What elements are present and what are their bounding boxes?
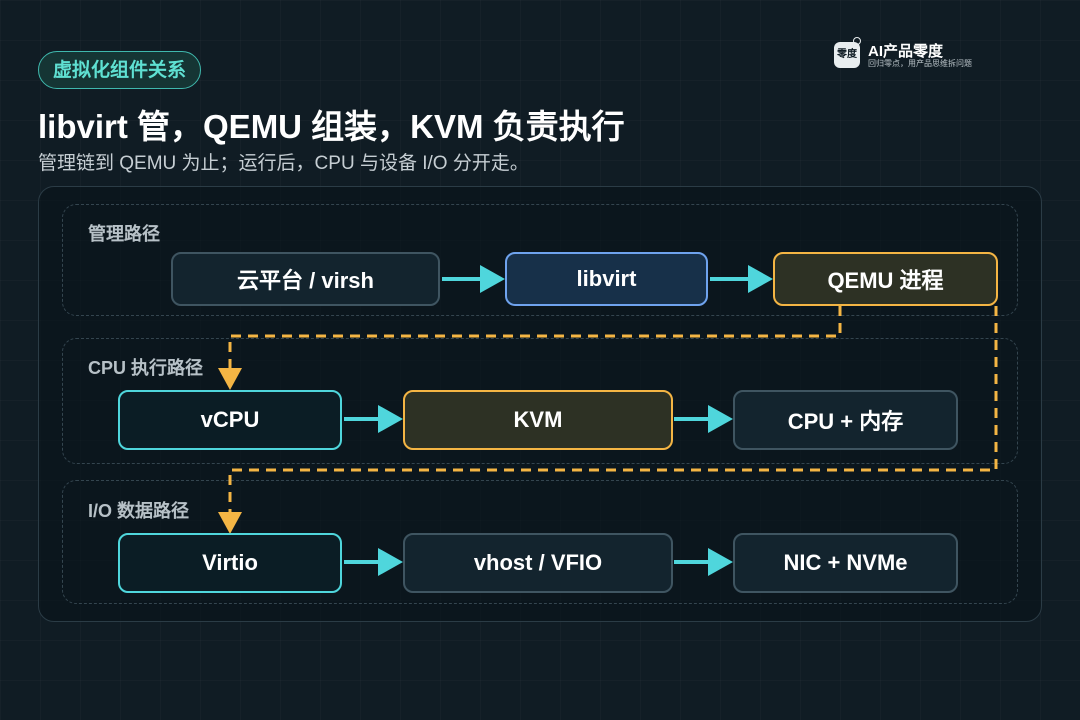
- cpu-lane-label: CPU 执行路径: [88, 358, 204, 378]
- node-cloud-platform-virsh: 云平台 / virsh: [171, 252, 440, 306]
- node-cpu-memory: CPU + 内存: [733, 390, 958, 450]
- page-subtitle: 管理链到 QEMU 为止；运行后，CPU 与设备 I/O 分开走。: [38, 153, 529, 174]
- brand-name: AI产品零度: [868, 43, 944, 60]
- brand-logo-icon: 零度: [834, 42, 860, 68]
- node-virtio: Virtio: [118, 533, 342, 593]
- brand-logo-dot-icon: [853, 37, 861, 45]
- node-libvirt: libvirt: [505, 252, 708, 306]
- page-title: libvirt 管，QEMU 组装，KVM 负责执行: [38, 108, 625, 145]
- node-qemu-process: QEMU 进程: [773, 252, 998, 306]
- section-tag: 虚拟化组件关系: [38, 51, 202, 89]
- node-kvm: KVM: [403, 390, 673, 450]
- brand-slogan: 回归零点，用产品思维拆问题: [868, 59, 972, 68]
- management-lane-label: 管理路径: [88, 224, 160, 244]
- node-nic-nvme: NIC + NVMe: [733, 533, 958, 593]
- io-lane-label: I/O 数据路径: [88, 501, 190, 521]
- brand: 零度 AI产品零度 回归零点，用产品思维拆问题: [834, 37, 1034, 72]
- node-vhost-vfio: vhost / VFIO: [403, 533, 673, 593]
- node-vcpu: vCPU: [118, 390, 342, 450]
